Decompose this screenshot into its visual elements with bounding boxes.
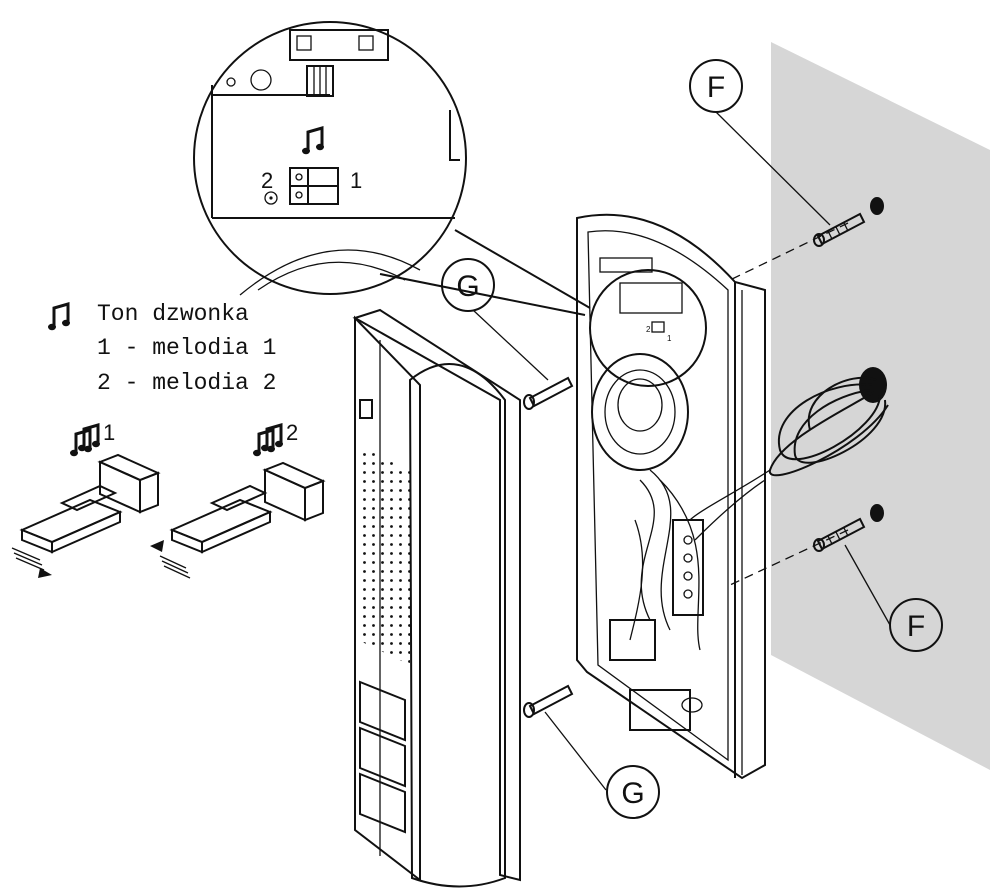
callout-f-top: F: [689, 59, 743, 113]
unit-label-1: 1: [667, 334, 672, 343]
jumper-label-2: 2: [261, 168, 273, 193]
wall: [771, 42, 990, 770]
wall-hole-bottom: [870, 504, 884, 522]
wall-hole-top: [870, 197, 884, 215]
unit-label-2: 2: [646, 325, 651, 334]
jumper-example-2: 2: [150, 420, 326, 579]
callout-leader-f-bottom: [844, 544, 891, 626]
callout-leader-g-top: [472, 309, 549, 381]
cable-entry-hole: [859, 367, 887, 403]
front-cover: [352, 308, 521, 888]
magnifier-connector-bottom: [379, 273, 586, 316]
callout-f-bottom: F: [889, 598, 943, 652]
legend-line-1: 1 - melodia 1: [97, 335, 276, 361]
legend-line-2: 2 - melodia 2: [97, 370, 276, 396]
music-note-icon: [68, 428, 94, 458]
wall-plug-top: [813, 212, 866, 247]
music-note-icon: [251, 428, 277, 458]
music-note-icon: [46, 302, 72, 332]
callout-leader-g-bottom: [544, 711, 607, 791]
music-note-icon: [300, 126, 326, 156]
jumper-example-1: 1: [11, 420, 161, 578]
magnifier-source-circle: [589, 269, 707, 387]
back-housing: 2 1: [576, 213, 771, 780]
jumper-example-1-label: 1: [103, 420, 115, 445]
cover-button-1: [359, 680, 406, 742]
legend-title: Ton dzwonka: [97, 301, 249, 327]
guide-line-bottom: [729, 529, 849, 586]
callout-g-bottom-label: G: [621, 777, 644, 810]
cover-button-2: [359, 726, 406, 788]
callout-g-top: G: [441, 258, 495, 312]
callout-f-bottom-label: F: [907, 610, 925, 643]
callout-g-bottom: G: [606, 765, 660, 819]
callout-f-top-label: F: [707, 71, 725, 104]
jumper-label-1: 1: [350, 168, 362, 193]
screw-bottom: [523, 684, 574, 718]
wall-plug-bottom: [813, 517, 866, 552]
magnifier-connector-top: [454, 229, 591, 309]
jumper-example-2-label: 2: [286, 420, 298, 445]
magnifier-detail: 2 1: [193, 21, 467, 296]
speaker-grille: [358, 445, 410, 665]
screw-top: [523, 376, 574, 410]
callout-leader-f-top: [715, 111, 831, 226]
speaker: [591, 353, 689, 471]
callout-g-top-label: G: [456, 270, 479, 303]
cover-button-3: [359, 772, 406, 834]
